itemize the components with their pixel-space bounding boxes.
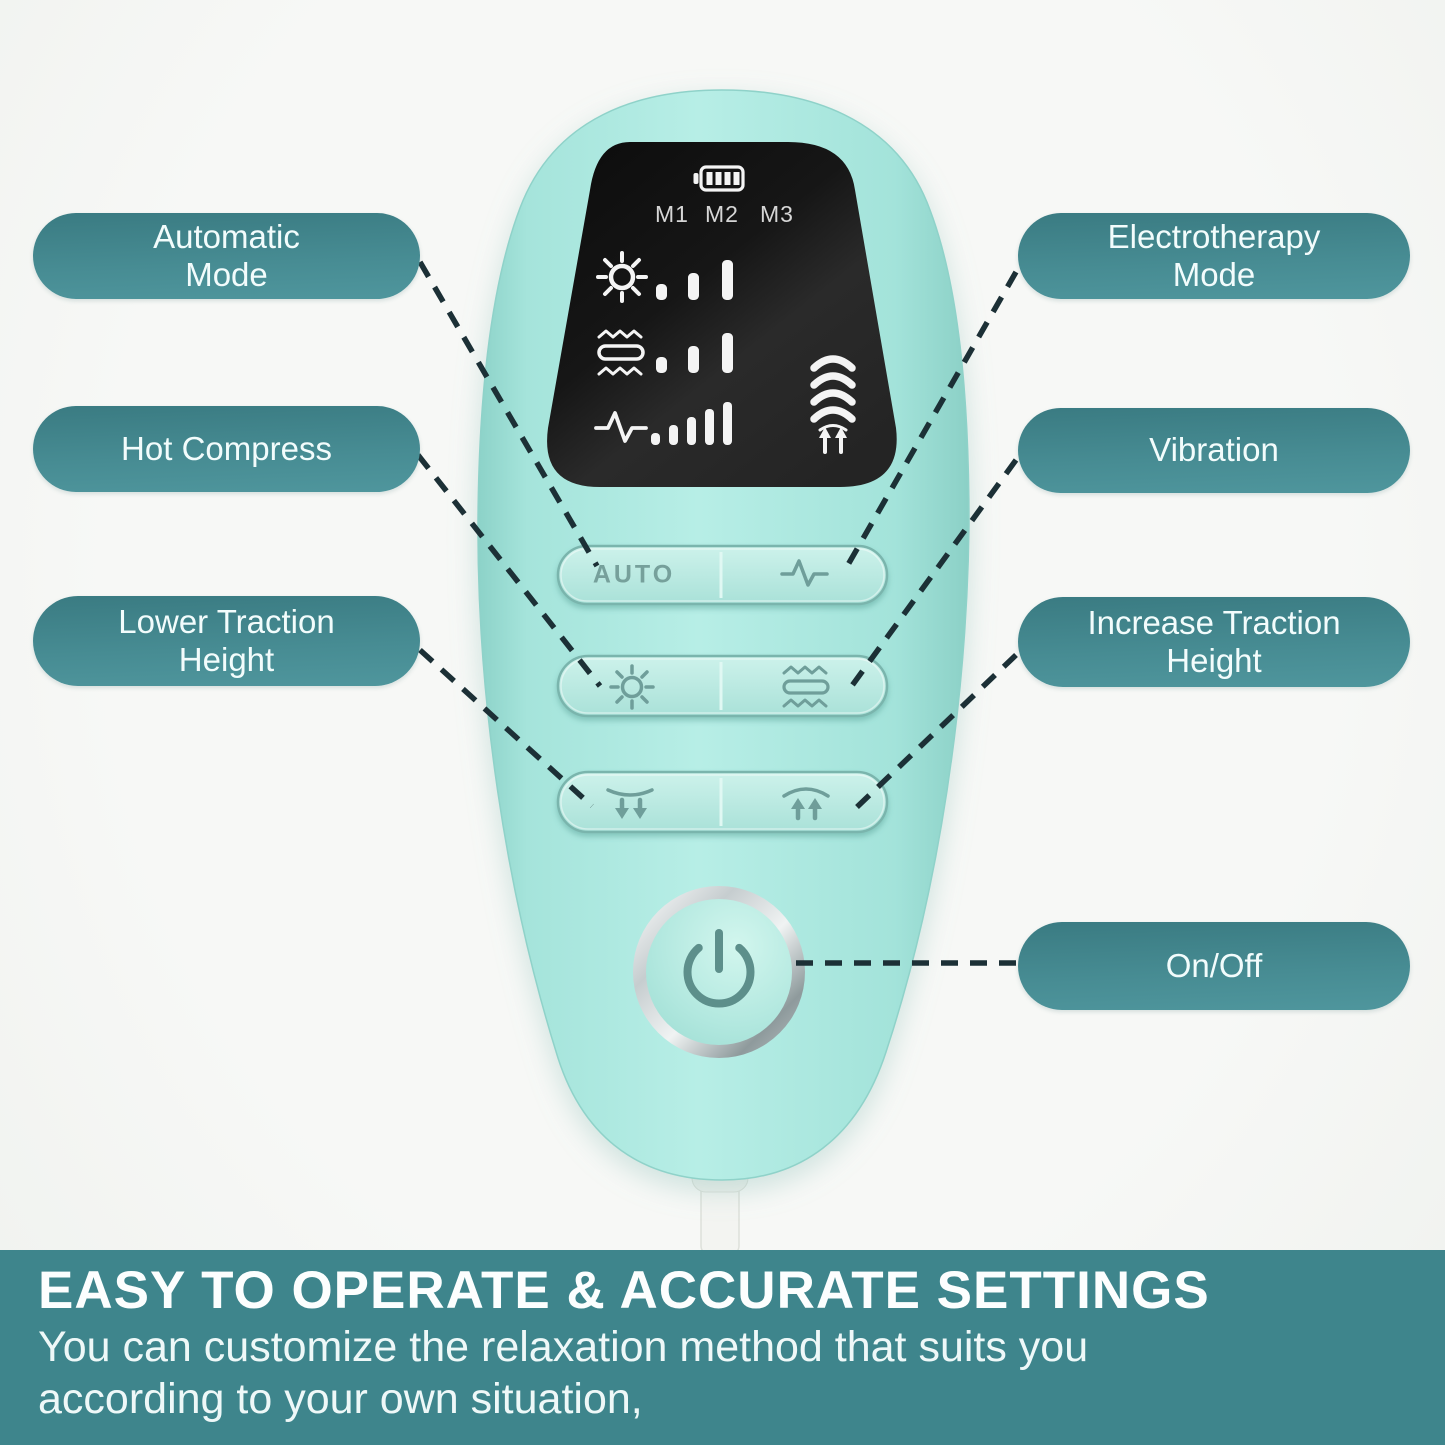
bottom-banner: EASY TO OPERATE & ACCURATE SETTINGS You …: [0, 1250, 1445, 1445]
compress-wave-icon: [782, 665, 830, 708]
callout-increase-traction: Increase Traction Height: [1018, 597, 1410, 687]
sun-icon: [596, 251, 648, 303]
traction-arcs-icon: [810, 355, 856, 454]
vibration-button[interactable]: [721, 656, 887, 716]
line-hot-compress: [415, 453, 603, 688]
auto-button-label: AUTO: [592, 560, 676, 589]
electrotherapy-pulse-icon: [780, 559, 829, 587]
electrotherapy-button[interactable]: [721, 546, 887, 604]
device-screen: [547, 142, 897, 487]
callout-hot-compress: Hot Compress: [33, 406, 420, 492]
hot-compress-level-bars: [656, 333, 733, 373]
callout-electrotherapy-mode: Electrotherapy Mode: [1018, 213, 1410, 299]
banner-title: EASY TO OPERATE & ACCURATE SETTINGS: [38, 1261, 1210, 1320]
electro-level-bars: [651, 402, 732, 445]
button-row-auto-electro: [556, 544, 889, 606]
battery-icon: [693, 165, 745, 192]
heat-level-bars: [656, 260, 733, 300]
power-button[interactable]: [633, 886, 805, 1058]
line-increase-traction: [854, 653, 1018, 810]
banner-body-text: You can customize the relaxation method …: [38, 1323, 1089, 1423]
hot-compress-icon: [597, 329, 645, 376]
callout-lines: [415, 260, 1019, 966]
memory-label-m1: M1: [655, 201, 689, 227]
pulse-icon: [594, 411, 648, 443]
power-icon: [683, 929, 755, 1008]
callout-automatic-mode: Automatic Mode: [33, 213, 420, 299]
memory-label-m2: M2: [705, 201, 739, 227]
line-automatic-mode: [417, 260, 600, 568]
screen-content: [594, 165, 856, 454]
lower-traction-button[interactable]: [558, 772, 721, 832]
arc-up-arrows-icon: [782, 787, 830, 821]
callout-vibration: Vibration: [1018, 408, 1410, 493]
heat-sun-icon: [609, 664, 655, 710]
callout-lower-traction: Lower Traction Height: [33, 596, 420, 686]
memory-label-m3: M3: [760, 201, 794, 227]
line-vibration: [848, 458, 1019, 689]
line-lower-traction: [418, 647, 594, 809]
callout-on-off: On/Off: [1018, 922, 1410, 1010]
arc-down-arrows-icon: [606, 788, 654, 819]
